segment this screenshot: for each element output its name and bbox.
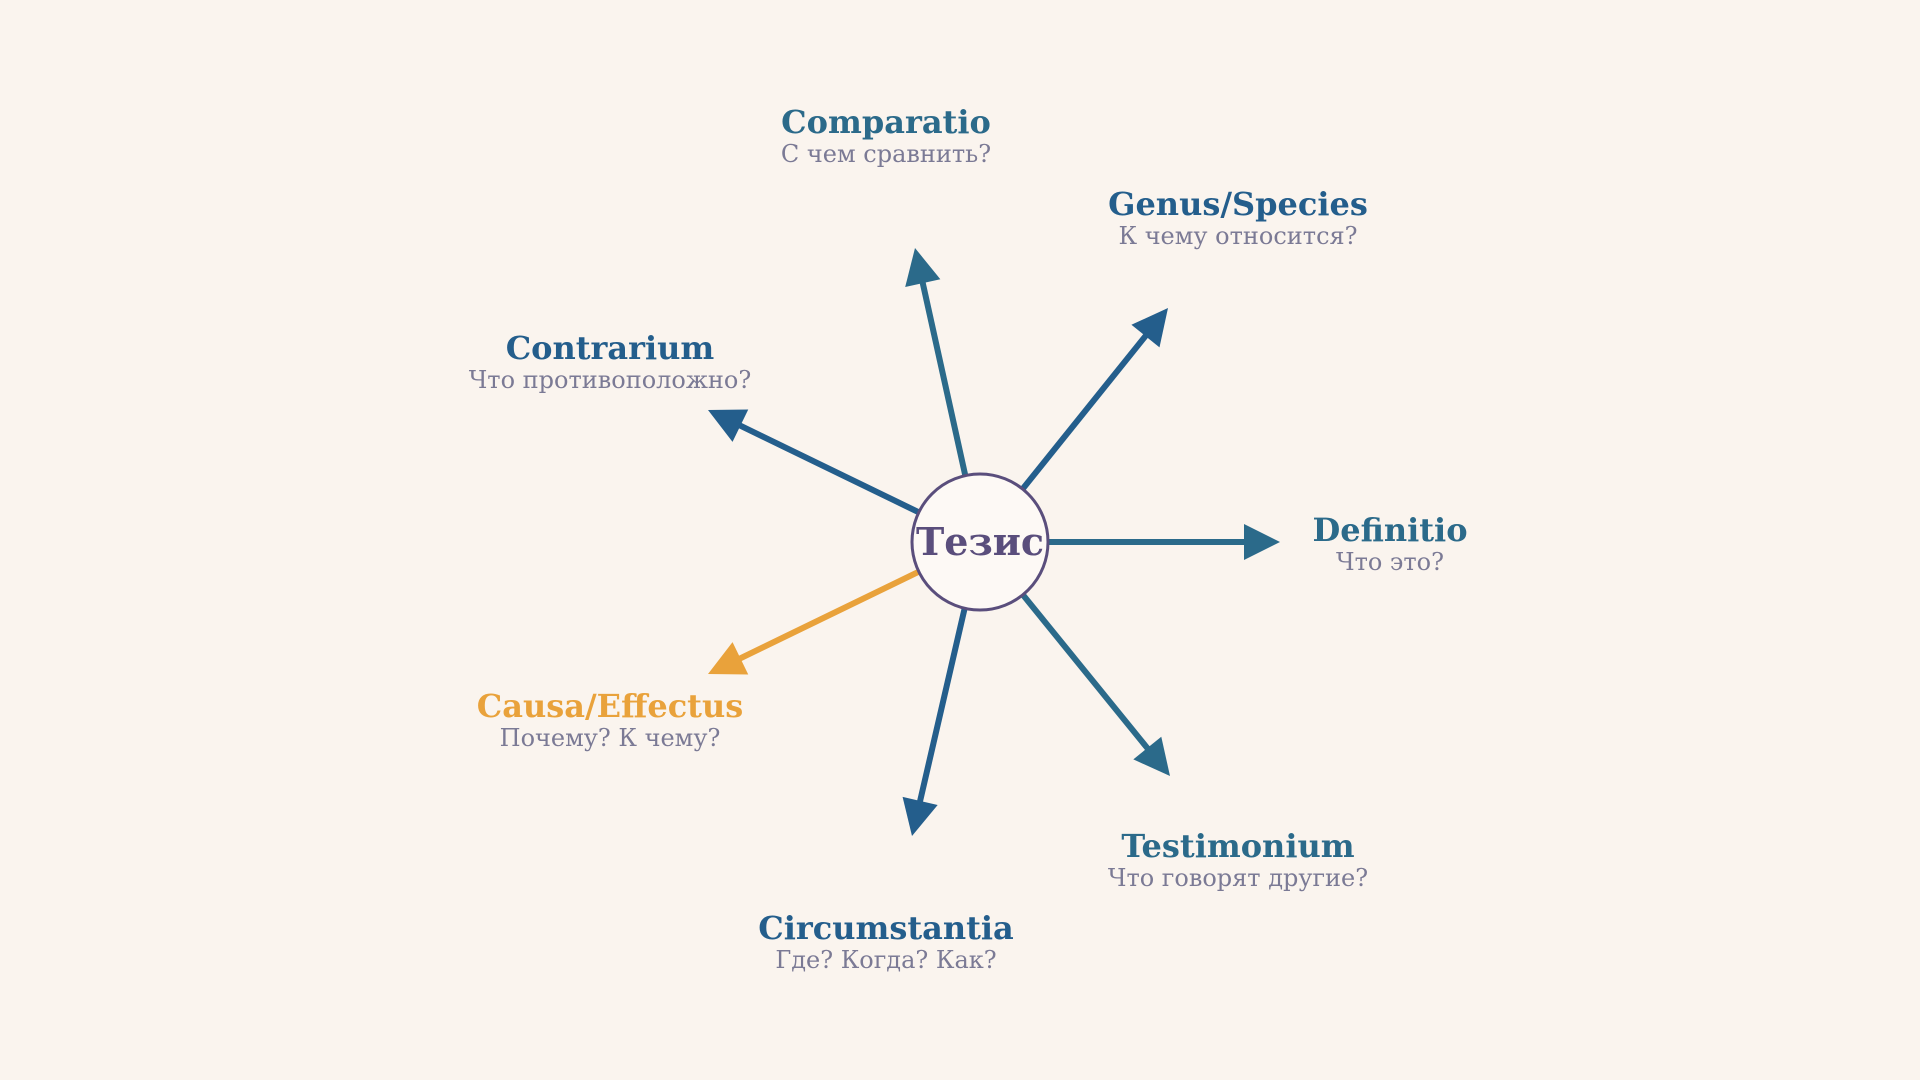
arrow-head-genus-species — [1131, 308, 1168, 348]
arrow-shaft-comparatio — [919, 280, 969, 477]
topic-name-testimonium: Testimonium — [1121, 827, 1355, 865]
topic-name-contrarium: Contrarium — [505, 329, 715, 367]
arrow-head-comparatio — [905, 248, 941, 288]
topic-name-causa-effectus: Causa/Effectus — [476, 687, 744, 725]
arrow-head-contrarium — [708, 409, 749, 442]
center-node — [910, 472, 1050, 612]
arrow-head-testimonium — [1133, 736, 1170, 776]
topic-circumstantia: Circumstantia Где? Когда? Как? — [758, 910, 1014, 974]
topic-name-comparatio: Comparatio — [781, 103, 991, 141]
arrow-shaft-testimonium — [1020, 592, 1151, 752]
arrow-head-circumstantia — [902, 796, 938, 836]
topic-question-causa-effectus: Почему? К чему? — [499, 724, 721, 752]
arrow-head-definitio — [1244, 524, 1280, 560]
topic-comparatio: Comparatio С чем сравнить? — [781, 104, 991, 168]
topic-question-genus-species: К чему относится? — [1118, 222, 1358, 250]
topic-question-testimonium: Что говорят другие? — [1107, 864, 1369, 892]
topic-question-circumstantia: Где? Когда? Как? — [775, 946, 997, 974]
topic-genus-species: Genus/Species К чему относится? — [1108, 186, 1368, 250]
topic-question-contrarium: Что противоположно? — [468, 366, 752, 394]
topic-name-definitio: Definitio — [1312, 511, 1468, 549]
topic-question-comparatio: С чем сравнить? — [780, 140, 992, 168]
topic-causa-effectus: Causa/Effectus Почему? К чему? — [477, 688, 743, 752]
arrow-shaft-circumstantia — [916, 607, 968, 804]
topic-name-circumstantia: Circumstantia — [758, 909, 1014, 947]
arrow-shaft-causa-effectus — [737, 568, 921, 662]
topic-contrarium: Contrarium Что противоположно? — [469, 330, 751, 394]
topic-testimonium: Testimonium Что говорят другие? — [1108, 828, 1368, 892]
arrow-shaft-genus-species — [1020, 332, 1150, 491]
topic-question-definitio: Что это? — [1336, 548, 1444, 576]
arrow-head-causa-effectus — [708, 642, 749, 675]
arrow-shaft-contrarium — [737, 422, 921, 516]
center-label: Тезис — [916, 519, 1044, 564]
topic-name-genus-species: Genus/Species — [1108, 185, 1368, 223]
topic-definitio: Definitio Что это? — [1312, 512, 1467, 576]
